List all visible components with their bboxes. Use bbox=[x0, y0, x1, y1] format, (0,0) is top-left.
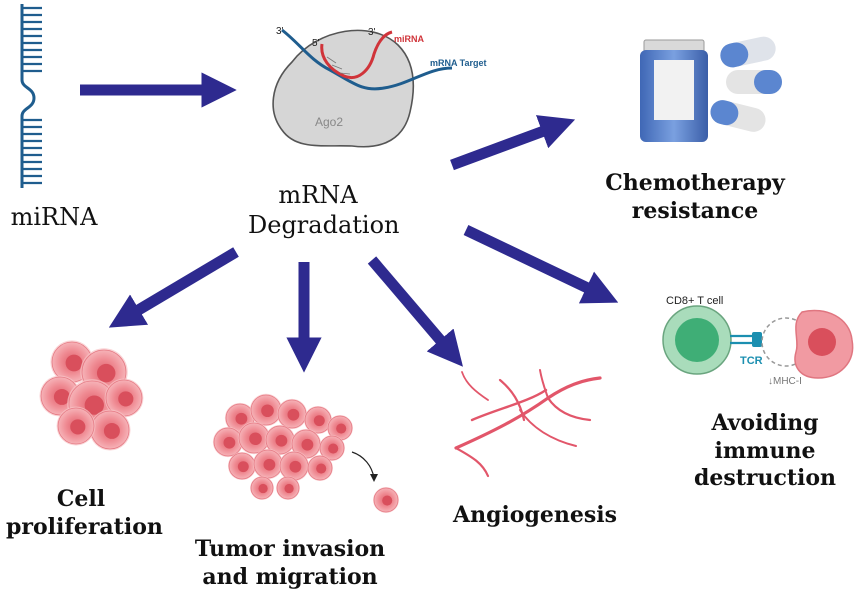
cell-proliferation-label: Cell proliferation bbox=[6, 486, 163, 541]
cd8-t-cell-label: CD8+ T cell bbox=[666, 295, 723, 307]
immune-line-3: destruction bbox=[693, 465, 837, 491]
prime-3-left-label: 3' bbox=[276, 26, 284, 37]
tumor-cell bbox=[278, 450, 310, 482]
chemo-line-2: resistance bbox=[631, 197, 759, 224]
ago2-complex: 3' 5' 3' miRNA mRNA Target Ago2 bbox=[272, 26, 487, 148]
arrow-to-immune bbox=[463, 225, 619, 304]
proliferation-line-1: Cell bbox=[56, 486, 106, 512]
tumor-cell bbox=[307, 455, 333, 481]
tcr-label: TCR bbox=[740, 355, 763, 367]
migration-arrowhead-icon bbox=[370, 474, 378, 482]
mirna-strand-icon bbox=[20, 4, 42, 188]
mirna-label: miRNA bbox=[10, 203, 98, 231]
proliferating-cell bbox=[89, 409, 131, 451]
tumor-cell bbox=[303, 405, 333, 435]
tcr-head bbox=[752, 332, 762, 347]
degradation-line-2: Degradation bbox=[248, 211, 400, 239]
tumor-invasion-label: Tumor invasion and migration bbox=[190, 536, 390, 591]
mrna-target-tag-label: mRNA Target bbox=[430, 58, 487, 68]
tumor-cell bbox=[276, 398, 308, 430]
base-pairing-lines bbox=[326, 56, 351, 75]
angiogenesis-label: Angiogenesis bbox=[453, 502, 617, 528]
bottle-label bbox=[654, 60, 694, 120]
tumor-line-1: Tumor invasion bbox=[194, 536, 386, 562]
tumor-cell bbox=[250, 476, 274, 500]
tumor-cell bbox=[212, 426, 244, 458]
tumor-cell bbox=[252, 448, 284, 480]
mrna-target-strand bbox=[281, 28, 453, 91]
proliferating-cell bbox=[56, 406, 96, 446]
pill-3 bbox=[710, 100, 766, 132]
immune-evasion-panel: CD8+ T cell TCR ↓MHC-I bbox=[662, 295, 854, 387]
mirna-backbone bbox=[20, 4, 36, 188]
ago2-label: Ago2 bbox=[315, 115, 343, 129]
chemotherapy-drugs-icon bbox=[640, 36, 782, 142]
ago2-protein-shape bbox=[272, 29, 415, 148]
tumor-line-2: and migration bbox=[202, 563, 378, 590]
proliferating-cells-icon bbox=[39, 340, 144, 451]
arrow-to-chemo bbox=[450, 115, 576, 171]
tumor-cell bbox=[319, 435, 345, 461]
immune-line-1: Avoiding bbox=[711, 410, 819, 436]
tumor-cell bbox=[237, 421, 271, 455]
proliferation-line-2: proliferation bbox=[6, 513, 163, 540]
arrow-to-proliferation bbox=[108, 247, 239, 328]
degradation-line-1: mRNA bbox=[278, 181, 358, 209]
pill-1 bbox=[720, 36, 776, 68]
migrating-tumor-cell bbox=[373, 487, 399, 513]
tumor-cell-nucleus bbox=[808, 328, 836, 356]
pill-2 bbox=[726, 70, 782, 94]
chemo-line-1: Chemotherapy bbox=[605, 170, 785, 196]
mirna-tag-label: miRNA bbox=[394, 34, 425, 44]
tumor-cell bbox=[264, 424, 296, 456]
blood-vessels-icon bbox=[454, 369, 602, 478]
tumor-cell bbox=[249, 393, 283, 427]
mirna-bound-strand bbox=[320, 30, 393, 79]
mhc-label: ↓MHC-I bbox=[768, 376, 802, 387]
prime-3-right-label: 3' bbox=[368, 27, 376, 38]
mrna-degradation-label: mRNA Degradation bbox=[248, 180, 400, 240]
tumor-cell bbox=[276, 476, 300, 500]
proliferating-cell bbox=[104, 378, 144, 418]
migrating-cell bbox=[373, 487, 399, 513]
flow-arrows bbox=[80, 72, 619, 373]
arrow-to-angiogenesis bbox=[367, 256, 463, 367]
chemotherapy-resistance-label: Chemotherapy resistance bbox=[600, 170, 790, 225]
tumor-invasion-icon bbox=[212, 393, 353, 500]
immune-line-2: immune bbox=[714, 437, 816, 464]
tumor-cell bbox=[227, 451, 257, 481]
prime-5-label: 5' bbox=[312, 38, 320, 49]
avoiding-immune-destruction-label: Avoiding immune destruction bbox=[690, 410, 840, 493]
t-cell-nucleus bbox=[675, 318, 719, 362]
tumor-cell bbox=[327, 415, 353, 441]
